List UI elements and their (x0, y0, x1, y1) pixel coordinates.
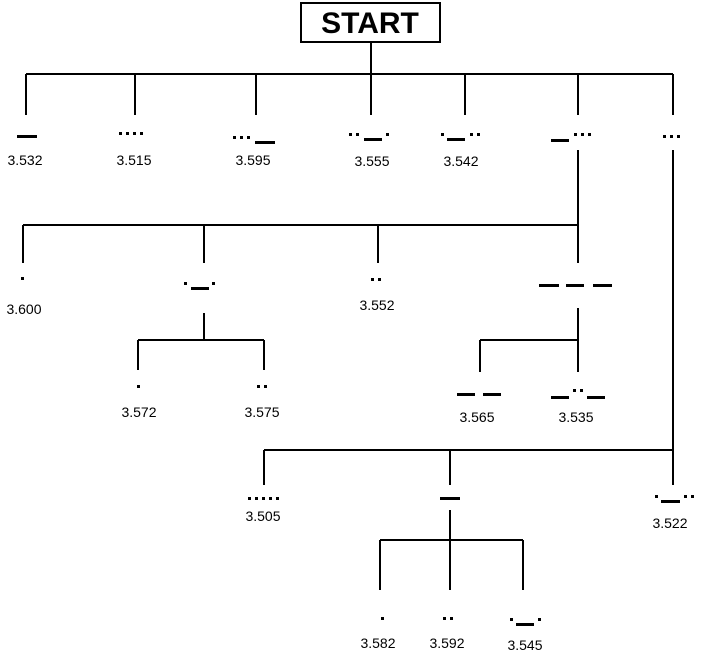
start-box (300, 2, 441, 43)
node-value: 3.515 (116, 152, 151, 168)
node-dot-dash-dot (184, 282, 215, 290)
node-3-532: 3.532 (7, 135, 43, 168)
node-value: 3.535 (558, 409, 593, 425)
node-3-545: 3.545 (507, 618, 543, 653)
node-value: 3.565 (459, 409, 494, 425)
node-3-535: 3.535 (551, 389, 605, 425)
dots-pattern-icon (663, 135, 680, 138)
dot-dash-pattern-icon (349, 133, 389, 141)
node-three-dashes (539, 284, 612, 287)
node-three-dots (663, 135, 680, 138)
node-value: 3.522 (652, 515, 687, 531)
dot-pattern-icon (137, 385, 140, 388)
dot-pattern-icon (381, 617, 384, 620)
node-value: 3.505 (245, 508, 280, 524)
dots-pattern-icon (119, 132, 143, 135)
dot-pattern-icon (21, 277, 24, 280)
node-3-592: 3.592 (429, 617, 465, 651)
dash-pattern-icon (440, 497, 460, 500)
node-3-595: 3.595 (233, 136, 275, 168)
node-3-582: 3.582 (360, 617, 396, 651)
node-3-552: 3.552 (359, 278, 395, 313)
node-single-dash (440, 497, 460, 500)
dash-dot-pattern-icon (551, 133, 591, 142)
dot-dash-pattern-icon (184, 282, 215, 290)
node-dash-dots (551, 133, 591, 142)
node-value: 3.600 (6, 301, 41, 317)
node-value: 3.555 (354, 153, 389, 169)
dot-dash-pattern-icon (655, 495, 694, 503)
dots-pattern-icon (248, 497, 279, 500)
dots-pattern-icon (443, 617, 453, 620)
node-3-555: 3.555 (349, 133, 390, 169)
node-3-572: 3.572 (121, 385, 157, 420)
dashes-pattern-icon (539, 284, 612, 287)
dash-pattern-icon (17, 135, 37, 138)
dash-dot-pattern-icon (551, 389, 605, 399)
dashes-pattern-icon (457, 393, 501, 396)
node-value: 3.572 (121, 404, 156, 420)
node-value: 3.542 (443, 153, 478, 169)
connector-lines (22, 42, 674, 590)
dots-pattern-icon (371, 278, 381, 281)
node-3-565: 3.565 (457, 393, 501, 425)
dot-dash-pattern-icon (233, 136, 275, 144)
node-value: 3.532 (7, 152, 42, 168)
node-value: 3.575 (244, 404, 279, 420)
node-value: 3.595 (235, 152, 270, 168)
node-3-575: 3.575 (244, 385, 280, 420)
start-label: START (321, 7, 419, 40)
node-3-522: 3.522 (652, 495, 694, 531)
node-3-505: 3.505 (245, 497, 281, 524)
node-3-515: 3.515 (116, 132, 152, 168)
dot-dash-pattern-icon (441, 133, 480, 141)
start-node: START (300, 2, 441, 43)
node-3-600: 3.600 (6, 277, 42, 317)
node-value: 3.592 (429, 635, 464, 651)
node-value: 3.582 (360, 635, 395, 651)
node-3-542: 3.542 (441, 133, 480, 169)
dots-pattern-icon (257, 385, 267, 388)
node-value: 3.552 (359, 297, 394, 313)
node-value: 3.545 (507, 637, 542, 653)
dot-dash-pattern-icon (510, 618, 541, 626)
